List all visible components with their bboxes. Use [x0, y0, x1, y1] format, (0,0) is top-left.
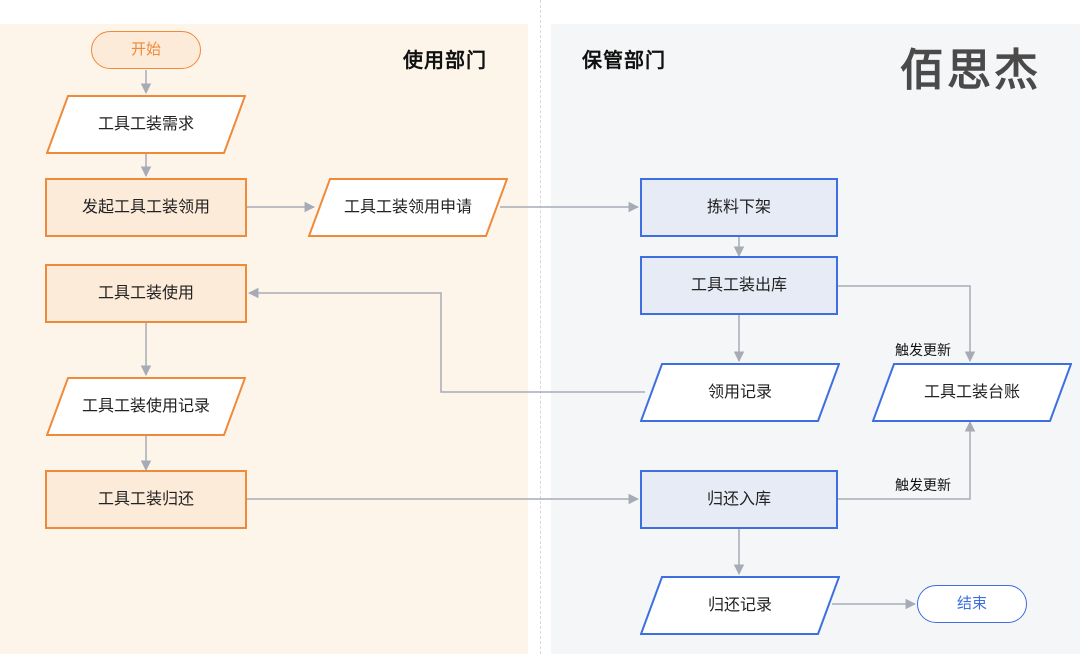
outbound-process-box: 工具工装出库: [640, 256, 838, 315]
return-process-box: 工具工装归还: [45, 470, 247, 529]
apply-label: 工具工装领用申请: [343, 197, 472, 217]
lane-title-user-dept: 使用部门: [403, 48, 487, 72]
inbound-process-box: 归还入库: [640, 470, 838, 529]
edge-label-trigger-update-1: 触发更新: [895, 343, 951, 359]
lane-custody-dept: [551, 24, 1080, 654]
lane-divider: [540, 0, 541, 654]
edge-outbound-ledger: [838, 285, 976, 363]
need-data-node: 工具工装需求: [46, 95, 246, 154]
need-label: 工具工装需求: [97, 114, 194, 134]
borrow-record-data-node: 领用记录: [640, 363, 840, 422]
brand-logo-text: 佰思杰: [900, 45, 1041, 96]
return-record-data-node: 归还记录: [640, 576, 840, 635]
use-record-data-node: 工具工装使用记录: [46, 377, 246, 436]
start-terminal: 开始: [91, 31, 201, 69]
initiate-process-box: 发起工具工装领用: [45, 178, 247, 237]
ledger-label: 工具工装台账: [923, 382, 1020, 402]
end-terminal: 结束: [917, 585, 1027, 623]
return-record-label: 归还记录: [707, 595, 772, 615]
apply-data-node: 工具工装领用申请: [308, 178, 508, 237]
lane-title-custody-dept: 保管部门: [582, 48, 666, 72]
use-record-label: 工具工装使用记录: [81, 396, 210, 416]
borrow-record-label: 领用记录: [707, 382, 772, 402]
edge-label-trigger-update-2: 触发更新: [895, 478, 951, 494]
pick-process-box: 拣料下架: [640, 178, 838, 237]
edge-inbound-ledger: [838, 420, 976, 500]
edge-borrow-record-use: [247, 287, 645, 393]
ledger-data-node: 工具工装台账: [872, 363, 1072, 422]
use-process-box: 工具工装使用: [45, 264, 247, 323]
